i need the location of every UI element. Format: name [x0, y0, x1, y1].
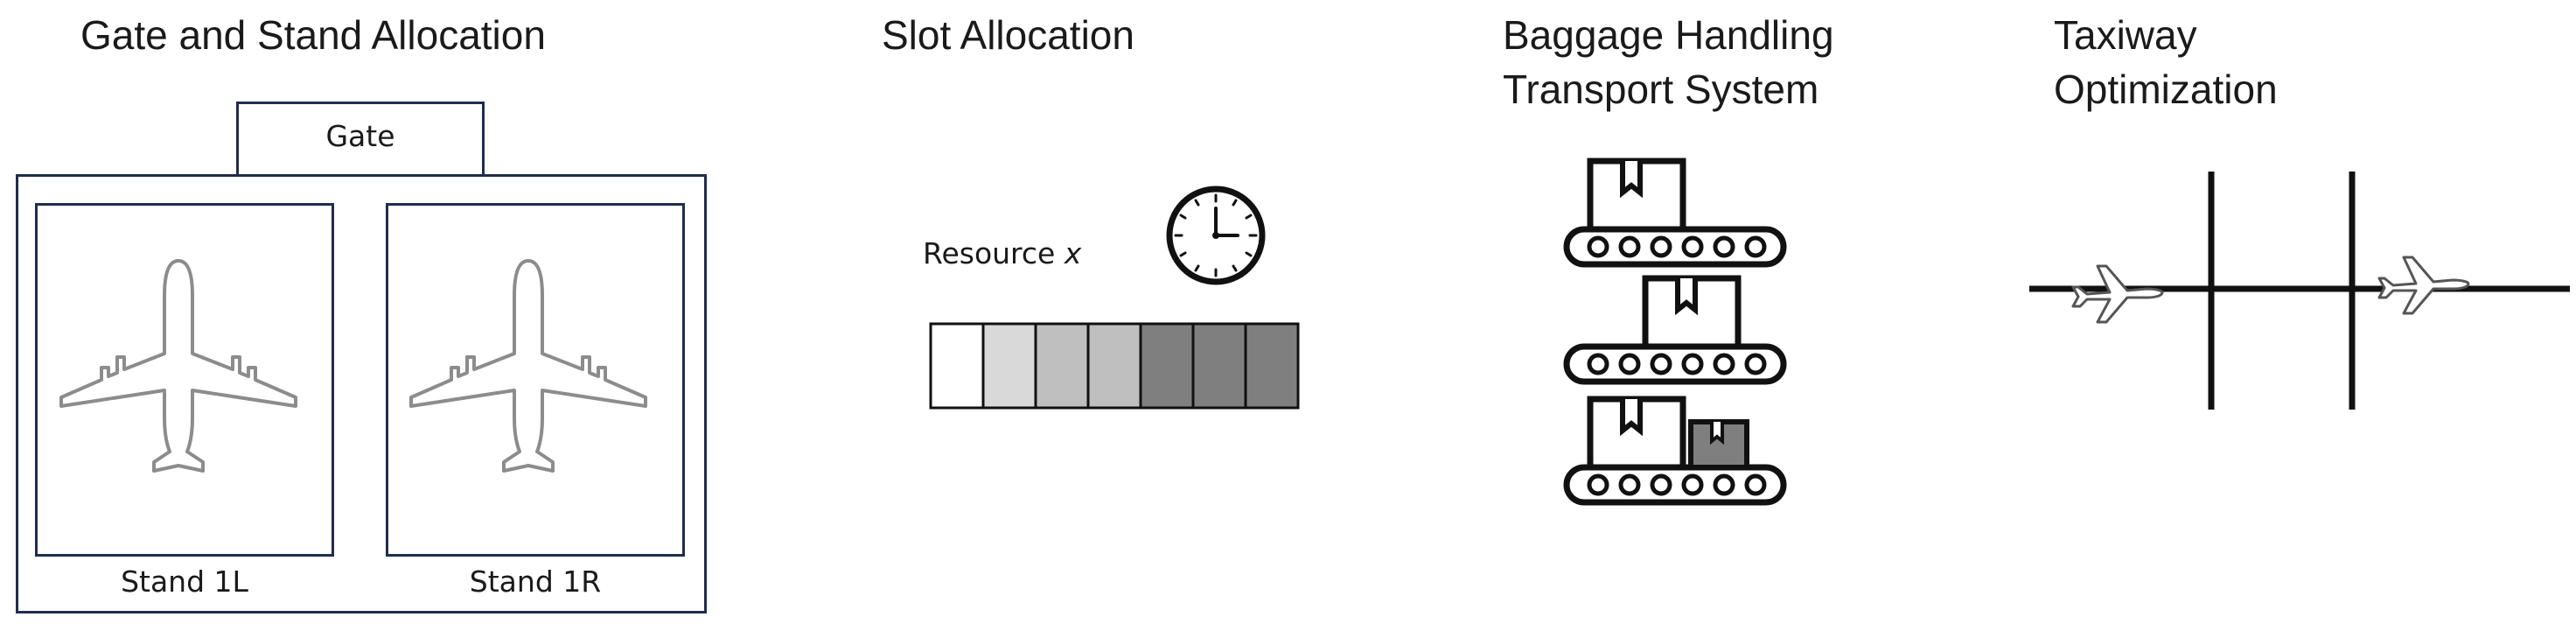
- gate-label: Gate: [325, 119, 395, 153]
- gate-stand-title: Gate and Stand Allocation: [80, 12, 546, 58]
- package-icon: [1642, 275, 1742, 350]
- baggage-title-line2: Transport System: [1503, 67, 1819, 112]
- baggage-title-line1: Baggage Handling: [1503, 12, 1834, 58]
- slot-allocation-title: Slot Allocation: [882, 12, 1134, 58]
- airplane-outline-path: [59, 259, 297, 473]
- slot-cell: [1244, 322, 1300, 410]
- stand-1l-airplane-icon: [59, 259, 297, 473]
- stand-1l-label: Stand 1L: [121, 564, 248, 599]
- conveyor-belt-icon: [1563, 464, 1787, 506]
- slot-cell: [929, 322, 985, 410]
- package-icon: [1587, 158, 1686, 233]
- slot-cell: [981, 322, 1037, 410]
- slot-cell: [1034, 322, 1090, 410]
- conveyor-belt-icon: [1563, 226, 1787, 268]
- airplane-icon: [2377, 256, 2470, 315]
- conveyor-belt-icon: [1563, 343, 1787, 385]
- airplane-icon: [2071, 264, 2164, 324]
- taxiway-title-line2: Optimization: [2054, 67, 2278, 112]
- clock-icon: [1166, 186, 1266, 285]
- resource-label-variable: x: [1064, 236, 1082, 270]
- resource-label: Resource x: [923, 236, 1081, 270]
- stand-1r-airplane-icon: [409, 259, 647, 473]
- package-icon: [1587, 396, 1686, 471]
- stand-1r-label: Stand 1R: [469, 564, 602, 599]
- slot-cell: [1191, 322, 1247, 410]
- slot-cell: [1086, 322, 1142, 410]
- resource-label-text: Resource: [923, 236, 1056, 270]
- airplane-outline-path: [409, 259, 647, 473]
- slot-bar: [929, 322, 1300, 410]
- taxiway-diagram: [2029, 172, 2570, 410]
- baggage-conveyor-illustration: [1561, 154, 1791, 513]
- taxiway-title-line1: Taxiway: [2054, 12, 2197, 58]
- package-icon: [1688, 419, 1749, 470]
- slot-cell: [1139, 322, 1195, 410]
